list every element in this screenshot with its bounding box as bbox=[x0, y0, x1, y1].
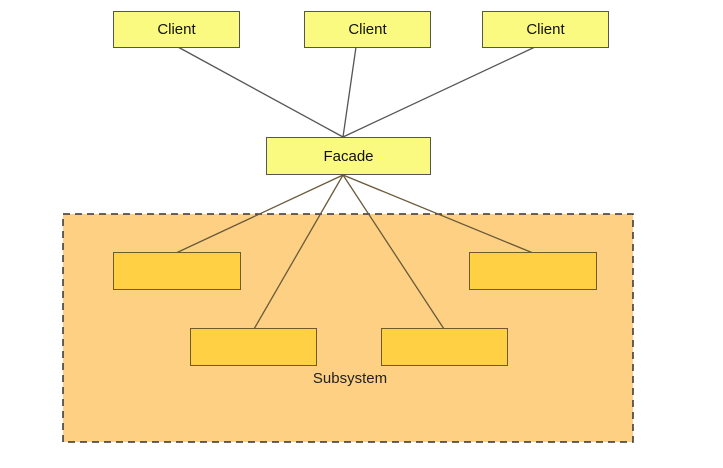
connector-facade-component-3 bbox=[342, 174, 445, 330]
connector-client-3-facade bbox=[342, 46, 536, 138]
subsystem-component-1 bbox=[113, 252, 241, 290]
client-label: Client bbox=[526, 21, 565, 38]
client-label: Client bbox=[157, 21, 196, 38]
connector-facade-component-1 bbox=[175, 174, 344, 254]
connector-facade-component-4 bbox=[342, 174, 534, 254]
subsystem-container bbox=[62, 213, 634, 443]
client-box-1: Client bbox=[113, 11, 240, 48]
subsystem-label: Subsystem bbox=[312, 370, 388, 387]
facade-label: Facade bbox=[323, 147, 374, 165]
client-label: Client bbox=[348, 21, 387, 38]
subsystem-component-3 bbox=[381, 328, 508, 366]
connector-client-2-facade bbox=[342, 46, 357, 138]
connector-client-1-facade bbox=[177, 46, 344, 138]
facade-box: Facade bbox=[266, 137, 431, 175]
subsystem-component-2 bbox=[190, 328, 317, 366]
client-box-3: Client bbox=[482, 11, 609, 48]
connector-facade-component-2 bbox=[253, 174, 344, 330]
client-box-2: Client bbox=[304, 11, 431, 48]
subsystem-component-4 bbox=[469, 252, 597, 290]
